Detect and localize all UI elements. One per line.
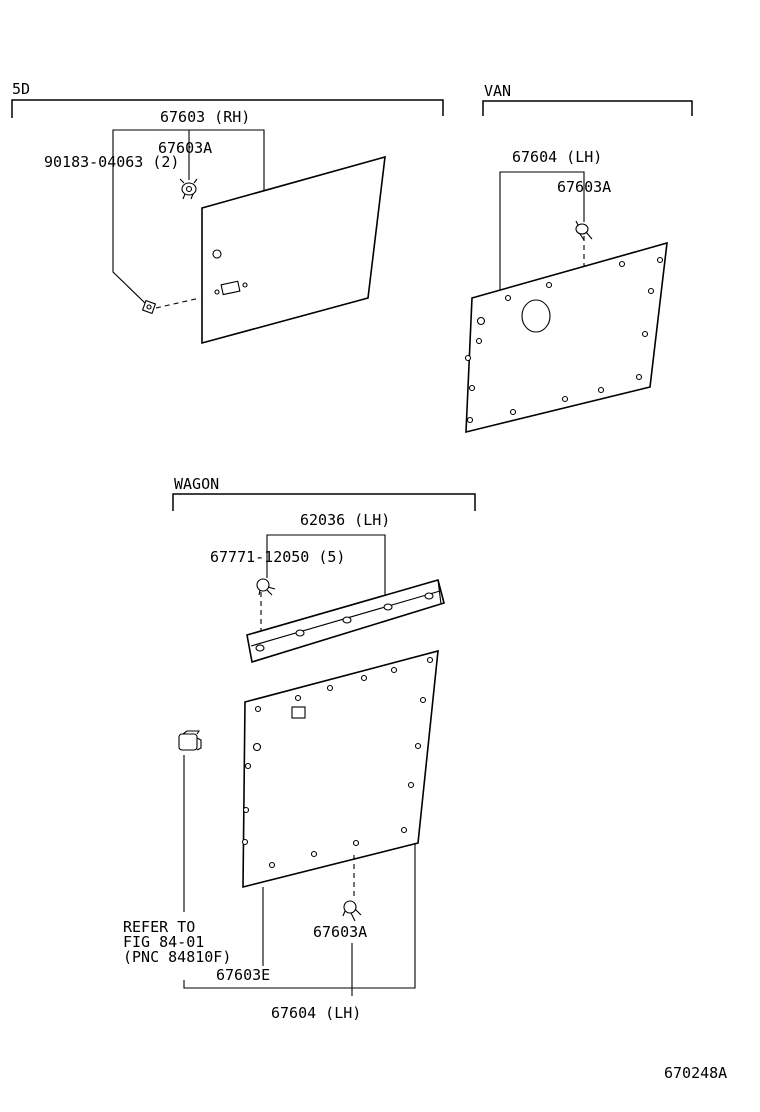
- van-panel-holes: [464, 256, 664, 424]
- label-67604-lh-van: 67604 (LH): [512, 148, 602, 166]
- label-62036-lh: 62036 (LH): [300, 511, 390, 529]
- speaker-hole: [521, 299, 551, 333]
- wagon-panel-holes: [241, 656, 434, 869]
- section-wagon: WAGON 62036 (LH) 67771-12050 (5): [123, 475, 476, 1022]
- label-refer-line1: REFER TO: [123, 918, 195, 936]
- figure-code: 670248A: [664, 1064, 727, 1082]
- push-clip-icon: [575, 220, 593, 241]
- section-5d-bracket: [11, 99, 444, 118]
- trim-panel-wagon: [242, 649, 439, 889]
- push-clip-icon: [342, 900, 362, 922]
- section-5d-title: 5D: [12, 80, 30, 98]
- push-clip-icon: [256, 578, 276, 596]
- upper-board-holes: [255, 592, 434, 652]
- trim-panel-5d: [201, 155, 386, 345]
- panel-slot: [220, 280, 241, 296]
- panel-hole: [212, 249, 222, 259]
- section-van: VAN 67604 (LH) 67603A: [464, 82, 693, 434]
- section-van-bracket: [482, 100, 693, 116]
- label-67603a-5d: 67603A: [158, 139, 212, 157]
- dashed-screw-path: [155, 297, 201, 309]
- screw-icon: [141, 299, 157, 315]
- label-67603e: 67603E: [216, 966, 270, 984]
- wagon-panel-slot: [291, 706, 306, 719]
- trim-panel-van: [465, 241, 668, 434]
- push-clip-icon: [179, 178, 198, 200]
- label-67603a-wagon: 67603A: [313, 923, 367, 941]
- leader-90183-04063: [112, 190, 147, 305]
- leader-62036-lh: [266, 534, 386, 600]
- label-90183-04063: 90183-04063 (2): [44, 153, 179, 171]
- section-wagon-title: WAGON: [174, 475, 219, 493]
- label-refer-line3: (PNC 84810F): [123, 948, 231, 966]
- leader-67604-lh-wagon: [183, 843, 416, 989]
- section-van-title: VAN: [484, 82, 511, 100]
- section-5d: 5D 67603 (RH) 67603A 90183-04063 (2): [11, 80, 444, 345]
- section-wagon-bracket: [172, 493, 476, 511]
- label-refer-line2: FIG 84-01: [123, 933, 204, 951]
- label-67771-12050: 67771-12050 (5): [210, 548, 345, 566]
- retainer-icon: [178, 730, 202, 751]
- label-67603a-van: 67603A: [557, 178, 611, 196]
- leader-67604-lh-van: [499, 171, 585, 290]
- label-67603-rh: 67603 (RH): [160, 108, 250, 126]
- label-67604-lh-wagon: 67604 (LH): [271, 1004, 361, 1022]
